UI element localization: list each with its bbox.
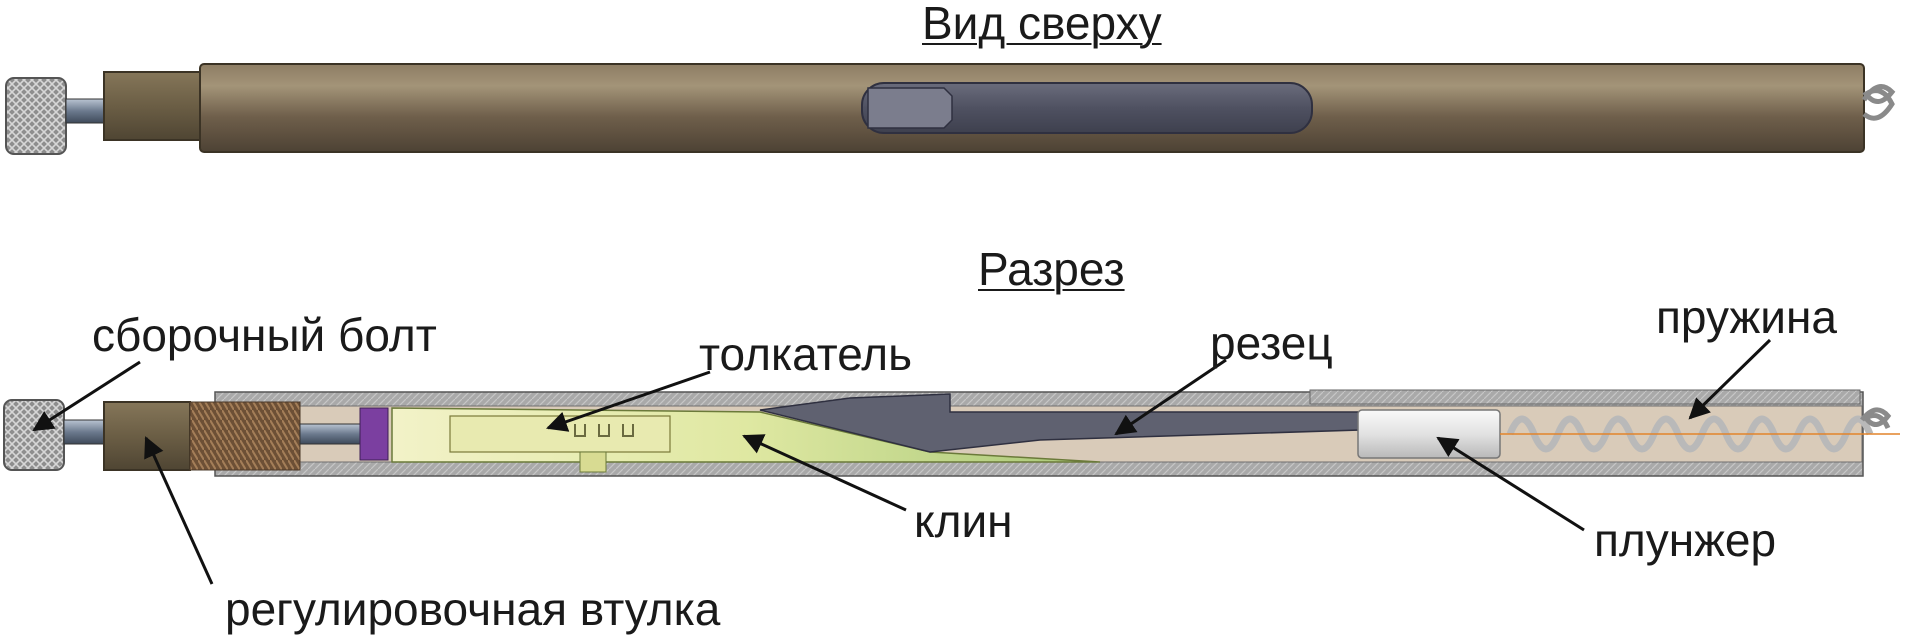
- title-section: Разрез: [978, 243, 1125, 295]
- label-spring: пружина: [1656, 291, 1837, 343]
- section-view: [3, 338, 1900, 585]
- adjusting-sleeve-top: [103, 71, 201, 141]
- arrow-spring: [1688, 338, 1772, 420]
- title-top-view: Вид сверху: [922, 0, 1162, 49]
- pusher-teeth: [574, 424, 634, 437]
- knurled-bolt-section: [3, 399, 65, 471]
- sleeve-thread: [189, 401, 301, 471]
- arrow-adjusting-sleeve: [144, 436, 214, 585]
- pusher-collar: [579, 451, 607, 473]
- housing-top-window: [1309, 389, 1861, 405]
- top-view: [5, 63, 1896, 155]
- bolt-shank-top: [65, 98, 105, 124]
- spring-tip-section: [1860, 407, 1892, 430]
- knurled-bolt-top: [5, 77, 67, 155]
- label-pusher: толкатель: [699, 328, 913, 380]
- purple-nut: [359, 407, 389, 461]
- pusher-body: [449, 415, 671, 453]
- label-assembly-bolt: сборочный болт: [92, 309, 437, 361]
- arrow-plunger: [1436, 436, 1585, 532]
- spring-coil: [1506, 415, 1874, 453]
- spring-tip-top: [1861, 84, 1896, 121]
- cutter-slot-top: [861, 82, 1313, 134]
- label-wedge: клин: [914, 495, 1013, 547]
- cutter-head-top: [867, 87, 953, 129]
- label-cutter: резец: [1210, 317, 1333, 369]
- plunger-part: [1357, 409, 1501, 459]
- arrow-wedge: [742, 434, 907, 512]
- arrow-cutter: [1114, 358, 1227, 436]
- arrow-assembly-bolt: [32, 360, 141, 432]
- label-plunger: плунжер: [1594, 514, 1777, 566]
- adjusting-sleeve-section: [103, 401, 191, 471]
- bolt-shank-section: [63, 419, 105, 445]
- label-adjusting-sleeve: регулировочная втулка: [225, 583, 721, 635]
- arrow-pusher: [546, 370, 711, 432]
